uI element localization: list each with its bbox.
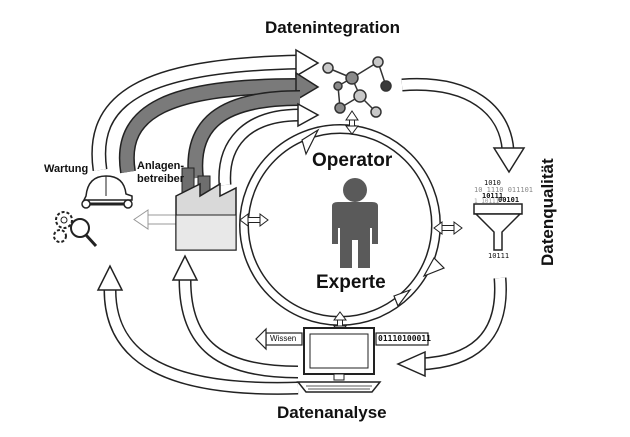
label-wissen: Wissen [270, 334, 297, 343]
funnel-bit-2: 10111 [482, 192, 504, 200]
funnel-bit-1: 10 1110 011101 [474, 186, 534, 194]
label-datenqualitaet: Datenqualität [538, 158, 557, 266]
computer-icon [296, 327, 382, 393]
person-icon [332, 178, 378, 268]
arrow-integration-to-quality [401, 77, 526, 174]
gears-magnifier-icon [53, 211, 98, 248]
label-anlagenbetreiber-2: betreiber [137, 173, 185, 185]
arrow-wartung-to-integration [91, 48, 320, 172]
arrow-light-inner [218, 102, 320, 186]
factory-icon [175, 167, 237, 251]
label-binary-stream: 01110100011 [378, 334, 431, 343]
binary-stream-box [375, 332, 429, 346]
wrench-icon [81, 199, 133, 209]
label-wartung: Wartung [44, 163, 89, 175]
label-experte: Experte [316, 272, 386, 293]
link-cycle-funnel [433, 221, 463, 235]
wissen-arrow [255, 327, 303, 351]
arrow-dark-inner [187, 90, 301, 179]
arrow-quality-to-analysis [396, 277, 507, 378]
arrow-dark-outer [118, 71, 320, 174]
funnel-bit-3: 1 10111 [474, 198, 500, 205]
helmet-icon [82, 175, 133, 201]
funnel-out-bits: 10111 [488, 252, 510, 260]
network-graph-icon [322, 56, 392, 118]
arrow-factory-left [133, 209, 177, 230]
label-anlagenbetreiber-1: Anlagen- [137, 160, 185, 172]
link-cycle-factory [239, 213, 269, 227]
label-operator: Operator [312, 150, 393, 171]
funnel-bit-4: 00101 [498, 196, 520, 204]
funnel-bit-0: 1010 [484, 179, 501, 187]
arrow-analysis-to-wartung [96, 264, 299, 395]
label-datenanalyse: Datenanalyse [277, 403, 387, 422]
link-cycle-network [345, 110, 359, 135]
funnel-icon [473, 203, 523, 251]
arrow-analysis-to-betreiber [171, 254, 299, 379]
label-datenintegration: Datenintegration [265, 18, 401, 37]
